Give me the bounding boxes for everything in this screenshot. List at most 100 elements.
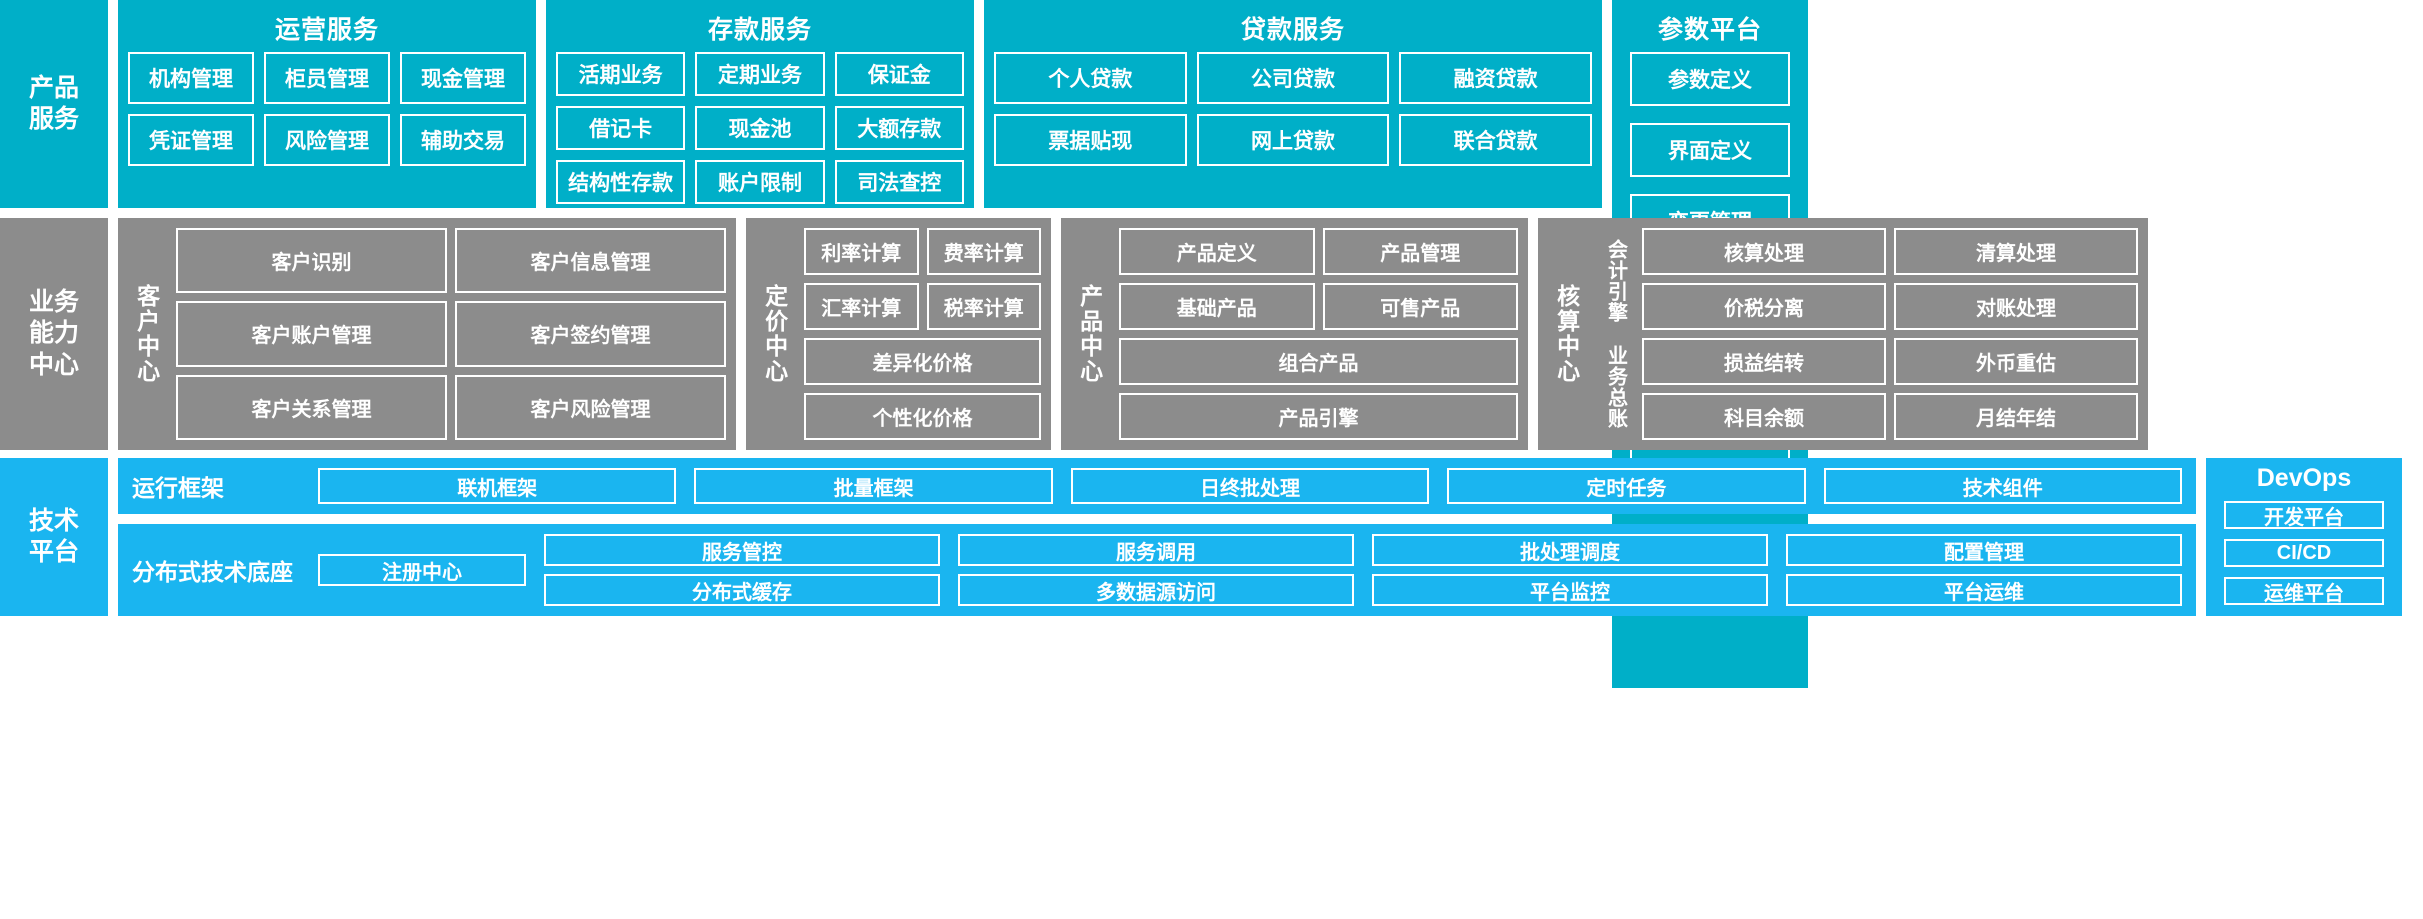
center-pricing: 定价中心 利率计算 费率计算 汇率计算 税率计算 差异化价格 个性化价格	[746, 218, 1051, 450]
capability-item-wide[interactable]: 产品引擎	[1119, 393, 1518, 440]
capability-item[interactable]: 基础产品	[1119, 283, 1315, 330]
service-item[interactable]: 现金管理	[400, 52, 526, 104]
tech-item[interactable]: 技术组件	[1823, 468, 2182, 504]
center-accounting-label: 核算中心	[1553, 284, 1580, 384]
capability-item[interactable]: 产品管理	[1322, 228, 1518, 275]
tech-item[interactable]: 平台监控	[1372, 574, 1768, 606]
service-item[interactable]: 结构性存款	[556, 160, 686, 204]
capability-item[interactable]: 费率计算	[926, 228, 1041, 275]
capability-item[interactable]: 客户关系管理	[176, 374, 447, 440]
tech-item-registry-center[interactable]: 注册中心	[318, 554, 526, 586]
service-item[interactable]: 辅助交易	[400, 114, 526, 166]
capability-item-wide[interactable]: 差异化价格	[804, 338, 1041, 385]
service-item[interactable]: 定期业务	[695, 52, 825, 96]
capability-item[interactable]: 外币重估	[1894, 338, 2138, 385]
service-item[interactable]: 联合贷款	[1399, 114, 1592, 166]
capability-item[interactable]: 汇率计算	[804, 283, 919, 330]
tech-item[interactable]: 服务调用	[958, 534, 1354, 566]
service-item[interactable]: 个人贷款	[994, 52, 1187, 104]
capability-item[interactable]: 可售产品	[1322, 283, 1518, 330]
tech-item[interactable]: 配置管理	[1786, 534, 2182, 566]
lane-label-technology-platform-text: 技术平台	[28, 506, 79, 566]
devops-items: 开发平台 CI/CD 运维平台	[2206, 501, 2402, 605]
service-item[interactable]: 保证金	[834, 52, 964, 96]
tech-item[interactable]: 批量框架	[694, 468, 1053, 504]
tech-item[interactable]: 批处理调度	[1372, 534, 1768, 566]
product-service-layer: 产品服务 运营服务 机构管理 柜员管理 现金管理 凭证管理 风险管理 辅助交易 …	[0, 0, 2423, 688]
capability-item-wide[interactable]: 个性化价格	[804, 393, 1041, 440]
capability-item[interactable]: 损益结转	[1642, 338, 1886, 385]
business-capability-layer: 业务能力中心 客户中心 客户识别 客户信息管理 客户账户管理 客户签约管理 客户…	[0, 218, 2212, 450]
capability-item[interactable]: 利率计算	[804, 228, 919, 275]
capability-item[interactable]: 对账处理	[1894, 283, 2138, 330]
service-item[interactable]: 机构管理	[128, 52, 254, 104]
lane-label-business-capability: 业务能力中心	[0, 218, 108, 450]
service-item[interactable]: 现金池	[695, 106, 825, 150]
capability-item-wide[interactable]: 组合产品	[1119, 338, 1518, 385]
center-pricing-label: 定价中心	[761, 284, 788, 384]
row-runtime-framework: 运行框架 联机框架 批量框架 日终批处理 定时任务 技术组件	[118, 458, 2196, 514]
capability-item[interactable]: 月结年结	[1894, 393, 2138, 440]
group-operation-service-items: 机构管理 柜员管理 现金管理 凭证管理 风险管理 辅助交易	[128, 52, 526, 166]
parameter-item[interactable]: 界面定义	[1630, 123, 1790, 177]
center-accounting: 核算中心 会计引擎 业务总账 核算处理 清算处理 价税分离 对账处理 损益结转 …	[1538, 218, 2148, 450]
center-pricing-items: 利率计算 费率计算 汇率计算 税率计算 差异化价格 个性化价格	[804, 228, 1041, 440]
lane-label-product-service: 产品服务	[0, 0, 108, 208]
tech-item[interactable]: 服务管控	[544, 534, 940, 566]
tech-item[interactable]: 定时任务	[1447, 468, 1806, 504]
tech-item[interactable]: 多数据源访问	[958, 574, 1354, 606]
capability-item[interactable]: 核算处理	[1642, 228, 1886, 275]
row-runtime-framework-items: 联机框架 批量框架 日终批处理 定时任务 技术组件	[318, 468, 2182, 504]
service-item[interactable]: 风险管理	[264, 114, 390, 166]
capability-item[interactable]: 客户信息管理	[455, 228, 726, 294]
subgroup-label-general-ledger: 业务总账	[1604, 345, 1627, 429]
service-item[interactable]: 司法查控	[834, 160, 964, 204]
capability-item[interactable]: 客户签约管理	[455, 301, 726, 367]
group-loan-service-title: 贷款服务	[1240, 16, 1345, 44]
parameter-platform-title: 参数平台	[1657, 16, 1762, 44]
capability-item[interactable]: 价税分离	[1642, 283, 1886, 330]
center-product-label: 产品中心	[1076, 284, 1103, 384]
capability-item[interactable]: 清算处理	[1894, 228, 2138, 275]
service-item[interactable]: 账户限制	[695, 160, 825, 204]
tech-item[interactable]: 联机框架	[318, 468, 677, 504]
service-item[interactable]: 柜员管理	[264, 52, 390, 104]
capability-item[interactable]: 科目余额	[1642, 393, 1886, 440]
center-customer-items: 客户识别 客户信息管理 客户账户管理 客户签约管理 客户关系管理 客户风险管理	[176, 228, 726, 440]
capability-item[interactable]: 税率计算	[926, 283, 1041, 330]
service-item[interactable]: 票据贴现	[994, 114, 1187, 166]
devops-item[interactable]: CI/CD	[2224, 539, 2384, 567]
group-operation-service-title: 运营服务	[274, 16, 379, 44]
service-item[interactable]: 融资贷款	[1399, 52, 1592, 104]
center-product-items: 产品定义 产品管理 基础产品 可售产品 组合产品 产品引擎	[1119, 228, 1518, 440]
group-operation-service: 运营服务 机构管理 柜员管理 现金管理 凭证管理 风险管理 辅助交易	[118, 0, 536, 208]
service-item[interactable]: 借记卡	[556, 106, 686, 150]
technology-platform-stack: 运行框架 联机框架 批量框架 日终批处理 定时任务 技术组件 分布式技术底座 注…	[118, 458, 2196, 616]
center-customer: 客户中心 客户识别 客户信息管理 客户账户管理 客户签约管理 客户关系管理 客户…	[118, 218, 736, 450]
capability-item[interactable]: 客户账户管理	[176, 301, 447, 367]
devops-item[interactable]: 开发平台	[2224, 501, 2384, 529]
capability-item[interactable]: 客户识别	[176, 228, 447, 294]
group-loan-service: 贷款服务 个人贷款 公司贷款 融资贷款 票据贴现 网上贷款 联合贷款	[984, 0, 1602, 208]
row-distributed-foundation-label: 分布式技术底座	[132, 559, 293, 585]
capability-item[interactable]: 产品定义	[1119, 228, 1315, 275]
group-deposit-service: 存款服务 活期业务 定期业务 保证金 借记卡 现金池 大额存款 结构性存款 账户…	[546, 0, 974, 208]
parameter-item[interactable]: 参数定义	[1630, 52, 1790, 106]
lane-label-technology-platform: 技术平台	[0, 458, 108, 616]
devops-panel: DevOps 开发平台 CI/CD 运维平台	[2206, 458, 2402, 616]
tech-item[interactable]: 平台运维	[1786, 574, 2182, 606]
service-item[interactable]: 公司贷款	[1196, 52, 1390, 104]
row-distributed-foundation: 分布式技术底座 注册中心 服务管控 服务调用 批处理调度 配置管理 分布式缓存 …	[118, 524, 2196, 616]
service-item[interactable]: 大额存款	[834, 106, 964, 150]
service-item[interactable]: 网上贷款	[1196, 114, 1390, 166]
tech-item[interactable]: 分布式缓存	[544, 574, 940, 606]
tech-item[interactable]: 日终批处理	[1070, 468, 1430, 504]
row-runtime-framework-label: 运行框架	[132, 475, 224, 501]
service-item[interactable]: 凭证管理	[128, 114, 254, 166]
group-deposit-service-title: 存款服务	[707, 16, 812, 44]
capability-item[interactable]: 客户风险管理	[455, 374, 726, 440]
devops-item[interactable]: 运维平台	[2224, 577, 2384, 605]
service-item[interactable]: 活期业务	[556, 52, 686, 96]
technology-platform-layer: 技术平台 运行框架 联机框架 批量框架 日终批处理 定时任务 技术组件 分布式技…	[0, 458, 2423, 616]
